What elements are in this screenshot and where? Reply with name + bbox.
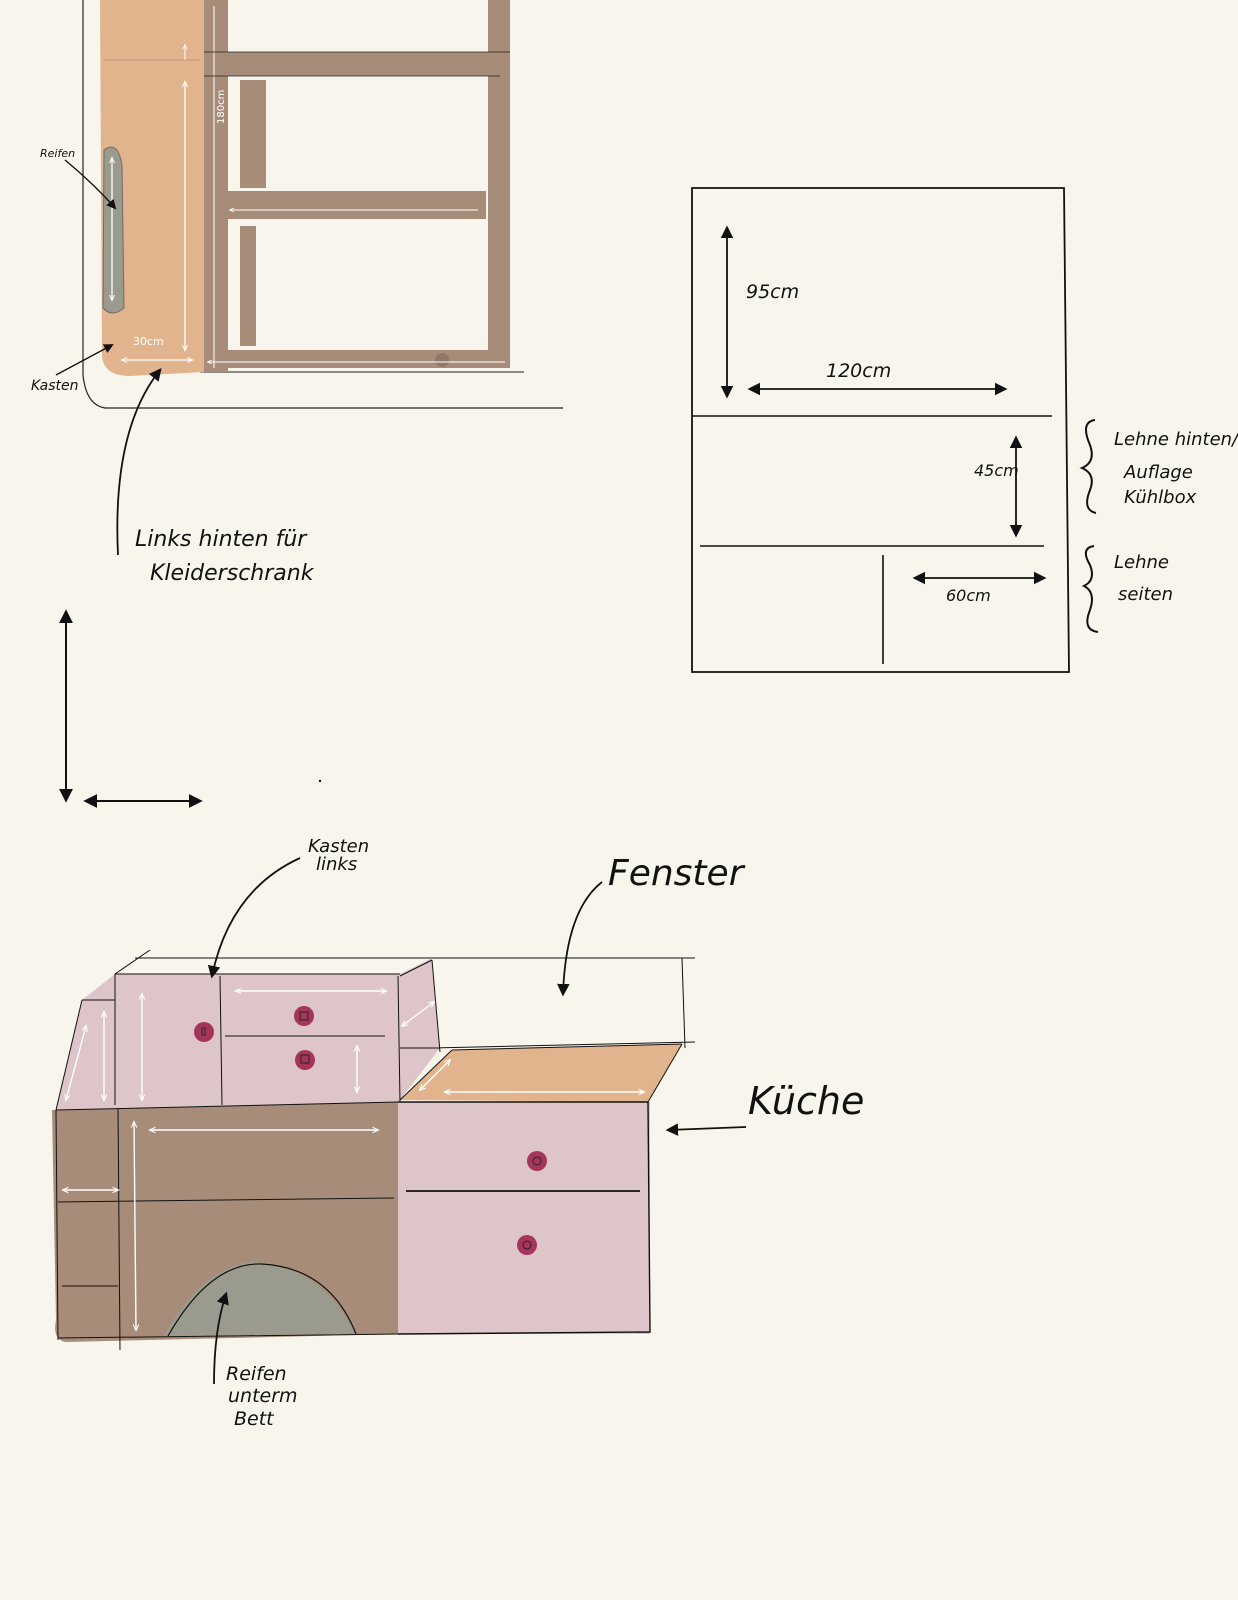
reifen-unterm-bett-arrow xyxy=(213,1291,229,1385)
knob-mark xyxy=(522,1240,532,1250)
box-edge-8 xyxy=(431,959,441,1053)
knob-mark xyxy=(299,1011,309,1021)
box-edge-7 xyxy=(399,959,433,977)
tire-arch-outline xyxy=(167,1263,357,1337)
wire-line xyxy=(114,949,151,975)
label-lehne-hinten-1: Lehne hinten/ xyxy=(1114,429,1238,450)
reifen-pointer-arrow xyxy=(64,159,117,210)
axis-cross xyxy=(59,609,322,808)
stray-dot xyxy=(318,779,322,783)
tire-shape xyxy=(102,146,125,314)
wardrobe-inner-post-upper xyxy=(240,80,266,188)
label-lehne-hinten-2: Auflage xyxy=(1123,462,1193,483)
dim-45cm-label: 45cm xyxy=(974,461,1019,480)
wardrobe-shelf-mid xyxy=(228,191,486,219)
upper-left-box-side xyxy=(400,958,440,1100)
label-lehne-hinten-3: Kühlbox xyxy=(1124,487,1197,508)
kitchen-cabinet xyxy=(398,1102,650,1334)
dim-180cm-label: 180cm xyxy=(216,90,227,124)
dim-120cm-label: 120cm xyxy=(826,360,891,382)
box-edge-6 xyxy=(397,975,401,1104)
knob-upper-drawer-1 xyxy=(294,1006,314,1026)
label-lehne-seiten-2: seiten xyxy=(1118,584,1173,605)
wardrobe-shelf-bottom xyxy=(204,350,510,368)
knob-mark xyxy=(300,1054,310,1064)
counter-depth-arrow xyxy=(420,1060,450,1090)
label-reifen-unterm-1: Reifen xyxy=(226,1363,287,1385)
brace-lehne-seiten xyxy=(1081,545,1099,633)
knob-upper-left xyxy=(194,1022,214,1042)
note-line-2: Kleiderschrank xyxy=(150,561,315,586)
label-kasten-links-1: Kasten xyxy=(308,836,369,857)
wardrobe-note-arrow xyxy=(116,368,162,556)
label-kasten-links-2: links xyxy=(316,854,357,875)
wardrobe-post-right xyxy=(488,0,510,365)
dim-95cm-label: 95cm xyxy=(746,281,799,303)
wire-mid xyxy=(431,1041,696,1049)
kasten-links-arrow xyxy=(207,857,301,979)
upper-left-box xyxy=(56,974,400,1110)
wardrobe-dot xyxy=(435,353,449,367)
label-fenster: Fenster xyxy=(608,853,746,894)
tire-arch xyxy=(164,1262,356,1336)
wire-right-post xyxy=(681,957,686,1049)
bed-edge-3 xyxy=(117,1107,121,1351)
kitchen-knob-2 xyxy=(517,1235,537,1255)
wardrobe-inner-post-lower xyxy=(240,226,256,346)
floor-line xyxy=(82,374,563,409)
kitchen-cabinet-outline xyxy=(397,1101,651,1335)
kasten-pointer-arrow xyxy=(55,344,114,376)
kitchen-countertop xyxy=(400,1044,682,1102)
label-reifen-unterm-3: Bett xyxy=(234,1408,275,1430)
counter-edge-2 xyxy=(451,1043,683,1051)
label-kasten: Kasten xyxy=(31,378,79,394)
panel-outline xyxy=(691,187,1070,673)
label-kueche: Küche xyxy=(748,1079,864,1123)
note-line-1: Links hinten für xyxy=(135,527,308,552)
label-lehne-seiten-1: Lehne xyxy=(1114,552,1169,573)
bed-edge-6 xyxy=(57,1333,399,1339)
top-view-plan: Reifen Kasten 30cm 180cm Links hinten fü… xyxy=(31,0,563,586)
side-depth-arrow xyxy=(402,1002,434,1026)
box-edge-5 xyxy=(219,975,223,1106)
upper-diag-arrow xyxy=(66,1026,86,1100)
brace-lehne-hinten xyxy=(1079,419,1097,514)
kasten-box xyxy=(100,0,204,376)
bed-height-arrow xyxy=(134,1122,136,1330)
dim-30cm-label: 30cm xyxy=(133,335,164,348)
fenster-arrow xyxy=(557,881,603,997)
kitchen-knob-1 xyxy=(527,1151,547,1171)
knob-mark xyxy=(532,1156,542,1166)
knob-upper-drawer-2 xyxy=(295,1050,315,1070)
dim-60cm-label: 60cm xyxy=(946,586,991,605)
counter-edge-3 xyxy=(647,1043,683,1103)
wardrobe-shelf-top xyxy=(204,52,504,76)
panel-plan: 95cm 120cm 45cm 60cm Lehne hinten/ Aufla… xyxy=(691,187,1238,673)
label-reifen: Reifen xyxy=(40,147,75,160)
label-reifen-unterm-2: unterm xyxy=(228,1385,298,1407)
bed-edge-4 xyxy=(57,1197,395,1203)
knob-mark xyxy=(201,1027,206,1036)
bed-edge-2 xyxy=(55,1109,59,1341)
perspective-view: Kasten links Fenster Küche Reifen unterm… xyxy=(52,836,864,1430)
kueche-arrow xyxy=(665,1123,747,1136)
bed-edge xyxy=(55,1101,399,1111)
